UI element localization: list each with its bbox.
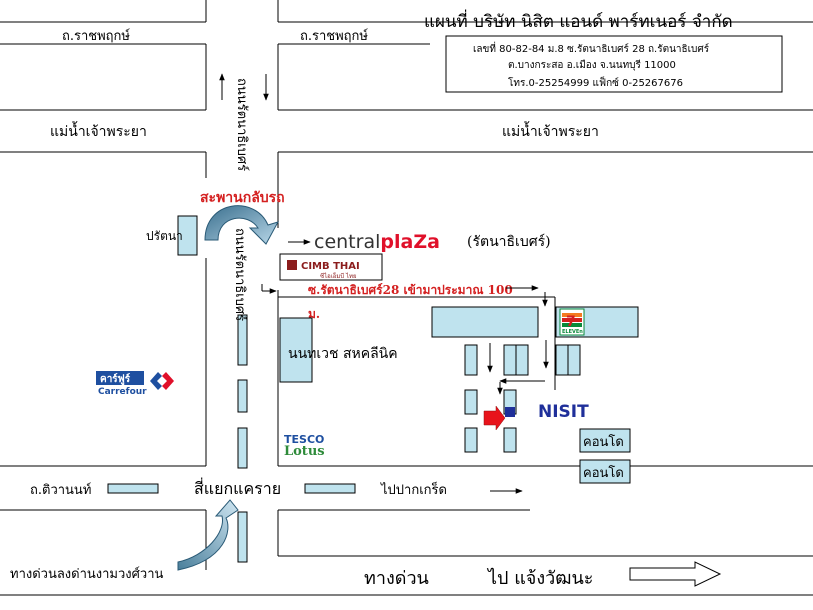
big-arrow-right-icon	[629, 561, 722, 587]
expressway-label: ทางด่วน	[364, 568, 429, 589]
central-suffix: pla	[380, 231, 413, 253]
cimb-label: CIMB THAI	[301, 261, 360, 272]
nisit-label: NISIT	[538, 402, 589, 422]
svg-text:centralplaZa: centralplaZa	[314, 231, 440, 253]
median-blocks	[107, 314, 356, 563]
cimb-sub-label: ซีไอเอ็มบี ไทย	[320, 271, 357, 280]
to-chaengwattana-label: ไป แจ้งวัฒนะ	[486, 567, 593, 589]
central-a: a	[427, 231, 440, 253]
address-line-1: เลขที่ 80-82-84 ม.8 ซ.รัตนาธิเบศร์ 28 ถ.…	[473, 41, 710, 55]
condo-label-2: คอนโด	[583, 465, 624, 481]
soi28-text: ซ.รัตนาธิเบศร์28 เข้ามาประมาณ 100	[308, 283, 513, 297]
address-box	[445, 35, 783, 93]
svg-text:7: 7	[566, 314, 576, 330]
expressway-exit-label: ทางด่วนลงด่านงามวงศ์วาน	[10, 566, 164, 582]
carrefour-logo-box	[96, 371, 144, 385]
road-label-ratchaphruek-left: ถ.ราชพฤกษ์	[62, 28, 130, 44]
clinic-label: นนทเวช สหคลีนิค	[288, 346, 398, 362]
cimb-block	[279, 253, 383, 281]
central-z: Z	[413, 231, 427, 253]
road-label-rattanathibet-upper: ถนนรัตนาธิเบศร์	[234, 78, 250, 171]
intersection-label: สี่แยกแคราย	[194, 477, 281, 498]
address-line-2: ต.บางกระสอ อ.เมือง จ.นนทบุรี 11000	[508, 59, 676, 71]
seven-eleven-label: ELEVEn	[562, 329, 583, 335]
road-label-rattanathibet-lower: ถนนรัตนาธิเบศร์	[232, 228, 248, 321]
central-branch-label: (รัตนาธิเบศร์)	[467, 233, 551, 250]
u-turn-bridge-icon	[204, 205, 280, 245]
address-line-3: โทร.0-25254999 แฟ็กซ์ 0-25267676	[508, 75, 683, 89]
condo-label-1: คอนโด	[583, 434, 624, 450]
lotus-label: Lotus	[284, 444, 325, 459]
page-title: แผนที่ บริษัท นิสิต แอนด์ พาร์ทเนอร์ จำก…	[424, 9, 733, 32]
road-outlines	[0, 0, 813, 596]
rattana-label: ปรัตนา	[146, 229, 183, 243]
central-plaza-logo: centralplaZa	[314, 231, 440, 253]
soi28-label: ซ.รัตนาธิเบศร์28 เข้ามาประมาณ 100	[308, 283, 513, 297]
company-arrow-icon	[483, 405, 506, 431]
central-prefix: central	[314, 231, 380, 253]
rattana-block	[177, 215, 198, 256]
river-label-left: แม่น้ำเจ้าพระยา	[50, 121, 147, 140]
tesco-label: TESCO	[284, 433, 324, 446]
cimb-logo-icon	[287, 260, 297, 270]
carrefour-th-label: คาร์ฟูร์	[100, 373, 131, 386]
to-pakkret-label: ไปปากเกร็ด	[380, 480, 447, 498]
clinic-block	[279, 317, 313, 383]
carrefour-en-label: Carrefour	[98, 387, 147, 397]
expressway-exit-icon	[177, 499, 239, 571]
company-marker	[505, 407, 515, 417]
road-label-ratchaphruek-right: ถ.ราชพฤกษ์	[300, 28, 368, 44]
carrefour-c-icon	[150, 372, 174, 390]
condo-block-1	[579, 428, 631, 453]
building-blocks	[431, 306, 639, 453]
seven-eleven-logo: 7 ELEVEn	[559, 308, 585, 336]
river-label-right: แม่น้ำเจ้าพระยา	[502, 121, 599, 140]
condo-block-2	[579, 459, 631, 484]
road-label-tiwanon: ถ.ติวานนท์	[30, 482, 91, 498]
bridge-label: สะพานกลับรถ	[200, 190, 285, 206]
